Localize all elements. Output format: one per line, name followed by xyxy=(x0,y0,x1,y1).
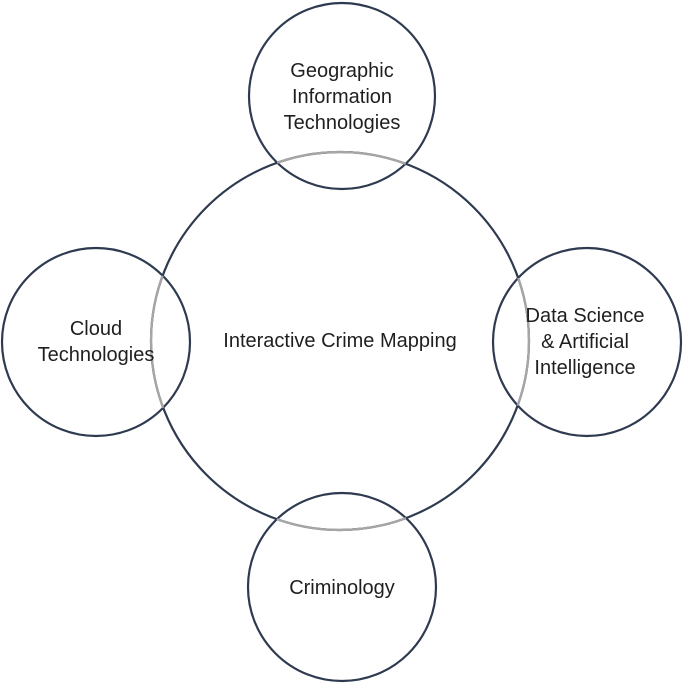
top-label-line-2: Information xyxy=(291,86,393,108)
left-label-line-2: Technologies xyxy=(37,344,155,366)
overlap-arc-right xyxy=(516,277,531,406)
overlap-arc-top xyxy=(276,150,407,165)
center-label-text: Interactive Crime Mapping xyxy=(223,330,457,352)
bottom-satellite-circle xyxy=(246,491,438,683)
overlap-arc-left xyxy=(149,275,165,409)
right-satellite-label: Data Science & Artificial Intelligence xyxy=(500,302,670,382)
overlap-arc-bottom xyxy=(276,517,407,532)
right-label-line-2: & Artificial xyxy=(541,331,629,353)
right-label-line-1: Data Science xyxy=(525,305,645,327)
top-label-line-3: Technologies xyxy=(283,112,401,134)
left-satellite-circle xyxy=(0,246,192,438)
top-satellite-circle xyxy=(247,1,437,191)
top-label-line-1: Geographic xyxy=(290,60,394,82)
bottom-label-line-1: Criminology xyxy=(289,577,395,599)
left-label-line-1: Cloud xyxy=(69,318,123,340)
right-satellite-circle xyxy=(491,246,683,438)
top-satellite-label: Geographic Information Technologies xyxy=(252,57,432,137)
center-label: Interactive Crime Mapping xyxy=(190,326,490,356)
right-label-line-3: Intelligence xyxy=(534,357,636,379)
bottom-satellite-label: Criminology xyxy=(262,573,422,603)
left-satellite-label: Cloud Technologies xyxy=(16,314,176,370)
